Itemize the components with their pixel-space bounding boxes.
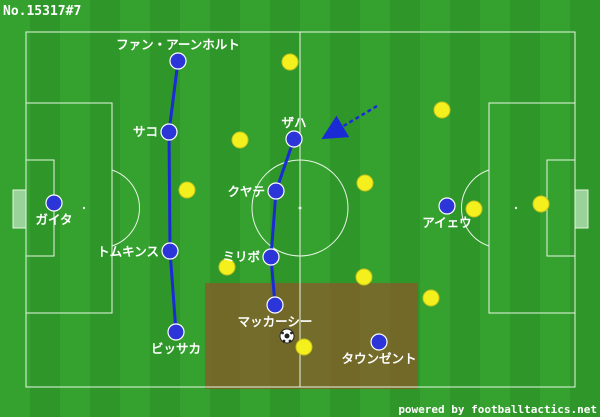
label-milivojevic: ミリボ xyxy=(222,249,260,264)
blue-player-milivojevic[interactable] xyxy=(262,248,280,266)
label-tomkins: トムキンス xyxy=(97,244,159,259)
right-penalty-arc xyxy=(460,169,490,247)
center-circle xyxy=(251,159,349,257)
blue-player-tomkins[interactable] xyxy=(161,242,179,260)
blue-player-sakho[interactable] xyxy=(160,123,178,141)
back-line-link xyxy=(167,60,180,333)
blue-player-townsend[interactable] xyxy=(370,333,388,351)
blue-team xyxy=(45,52,456,351)
yellow-player xyxy=(355,268,373,286)
right-penalty-spot xyxy=(514,206,518,210)
yellow-player xyxy=(532,195,550,213)
footer-credit: powered by footballtactics.net xyxy=(398,403,597,416)
label-van-aanholt: ファン・アーンホルト xyxy=(116,37,240,52)
left-penalty-arc xyxy=(111,169,141,247)
label-zaha: ザハ xyxy=(281,115,306,130)
label-sakho: サコ xyxy=(133,124,158,139)
soccer-ball-icon xyxy=(279,328,295,344)
label-mccarthy: マッカーシー xyxy=(238,314,313,329)
yellow-player xyxy=(295,338,313,356)
blue-player-mccarthy[interactable] xyxy=(266,296,284,314)
blue-player-pisac[interactable] xyxy=(167,323,185,341)
yellow-player xyxy=(231,131,249,149)
label-pisac: ビッサカ xyxy=(151,341,201,356)
blue-player-guaita[interactable] xyxy=(45,194,63,212)
diagram-code: No.15317#7 xyxy=(3,4,81,19)
highlight-zone xyxy=(205,283,418,389)
midfield-line-link xyxy=(269,138,296,306)
yellow-player xyxy=(465,200,483,218)
label-ayew: アイェウ xyxy=(422,215,471,230)
right-goal xyxy=(574,189,589,229)
link-lines xyxy=(167,60,296,333)
label-guaita: ガイタ xyxy=(35,212,72,227)
yellow-player xyxy=(433,101,451,119)
yellow-player xyxy=(281,53,299,71)
blue-player-van-aanholt[interactable] xyxy=(169,52,187,70)
yellow-team xyxy=(178,53,550,356)
yellow-player xyxy=(356,174,374,192)
blue-player-kouyate[interactable] xyxy=(267,182,285,200)
left-penalty-spot xyxy=(82,206,86,210)
label-kouyate: クヤテ xyxy=(227,184,265,199)
yellow-player xyxy=(218,258,236,276)
label-townsend: タウンゼント xyxy=(341,351,416,366)
center-spot xyxy=(298,206,302,210)
left-goal xyxy=(12,189,27,229)
yellow-player xyxy=(178,181,196,199)
blue-player-zaha[interactable] xyxy=(285,130,303,148)
yellow-player xyxy=(422,289,440,307)
blue-player-ayew[interactable] xyxy=(438,197,456,215)
dashed-arrow-icon xyxy=(321,104,378,140)
